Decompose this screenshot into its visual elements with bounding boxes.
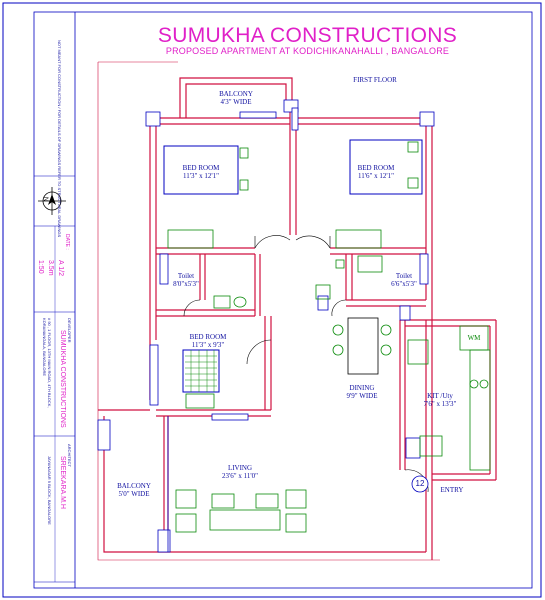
- bed-grid: [185, 350, 217, 392]
- floor-label: FIRST FLOOR: [353, 76, 397, 84]
- doors: [183, 235, 429, 493]
- room-bedroom-left: BED ROOM 11'3" x 12'1": [166, 164, 236, 180]
- client-address: # 90 , 1 FLOOR, 13TH MAIN ROAD, 4TH BLOC…: [42, 318, 52, 408]
- room-name: KIT /Uty: [427, 392, 453, 400]
- room-name: DINING: [349, 384, 375, 392]
- tb-date: DATE :: [64, 234, 70, 250]
- room-dining: DINING 9'9" WIDE: [334, 384, 390, 400]
- room-size: 6'6"x5'3": [391, 280, 417, 288]
- tb-note: NOT MEANT FOR CONSTRUCTION / FOR DETAILS…: [57, 40, 62, 238]
- architect-name: SREEKARA.M.H: [59, 456, 66, 509]
- room-name: Toilet: [395, 272, 413, 280]
- entry-label: ENTRY: [440, 486, 464, 494]
- room-balcony-top: BALCONY 4'3" WIDE: [186, 90, 286, 106]
- company-title: SUMUKHA CONSTRUCTIONS: [157, 24, 458, 47]
- room-size: 8'0"x5'3": [173, 280, 199, 288]
- north-arrow-icon: [38, 187, 66, 215]
- tb-sheet: A 1/2: [57, 260, 64, 276]
- room-size: 11'3" x 9'3": [191, 341, 225, 349]
- room-name: LIVING: [227, 464, 253, 472]
- room-living: LIVING 23'6" x 11'0": [212, 464, 268, 480]
- room-size: 7'6" x 13'3": [423, 400, 457, 408]
- room-bedroom-right: BED ROOM 11'6" x 12'1": [344, 164, 408, 180]
- plot-boundary: [97, 62, 440, 561]
- project-subtitle: PROPOSED APARTMENT AT KODICHIKANAHALLI ,…: [165, 46, 450, 56]
- client-name: SUMUKHA CONSTRUCTIONS: [59, 330, 66, 428]
- entry-marker: [411, 475, 429, 493]
- north-label: N: [42, 197, 48, 202]
- room-name: BALCONY: [219, 90, 253, 98]
- room-size: 9'9" WIDE: [346, 392, 378, 400]
- room-size: 11'3" x 12'1": [183, 172, 219, 180]
- windows: [97, 99, 435, 553]
- room-size: 11'6" x 12'1": [358, 172, 394, 180]
- room-size: 23'6" x 11'0": [222, 472, 258, 480]
- dining-table: [347, 317, 379, 375]
- architect-address: JAYANAGAR 9 BLOCK, BANGALORE: [47, 456, 52, 525]
- room-bedroom-mid: BED ROOM 11'3" x 9'3": [178, 333, 238, 349]
- client-heading: DEVELOPER: [67, 318, 72, 343]
- room-name: BED ROOM: [357, 164, 395, 172]
- room-kitchen: KIT /Uty 7'6" x 13'3": [412, 392, 468, 408]
- room-toilet-left: Toilet 8'0"x5'3": [164, 272, 208, 288]
- room-size: 5'0" WIDE: [118, 490, 150, 498]
- wm-label: WM: [467, 334, 481, 342]
- inner-frame: [33, 11, 533, 589]
- room-name: BED ROOM: [189, 333, 227, 341]
- room-name: BED ROOM: [182, 164, 220, 172]
- architect-heading: ARCHITECT: [67, 444, 72, 467]
- room-balcony-left: BALCONY 5'0" WIDE: [108, 482, 160, 498]
- pillows: [239, 141, 419, 191]
- room-toilet-right: Toilet 6'6"x5'3": [384, 272, 424, 288]
- tb-scale: 1:50: [37, 260, 44, 274]
- entry-number: 12: [415, 479, 425, 488]
- room-size: 4'3" WIDE: [220, 98, 252, 106]
- fixtures: [167, 229, 491, 533]
- beds: [163, 139, 423, 393]
- room-name: BALCONY: [117, 482, 151, 490]
- tb-scale-note: 3.5m: [47, 260, 54, 276]
- room-name: Toilet: [177, 272, 195, 280]
